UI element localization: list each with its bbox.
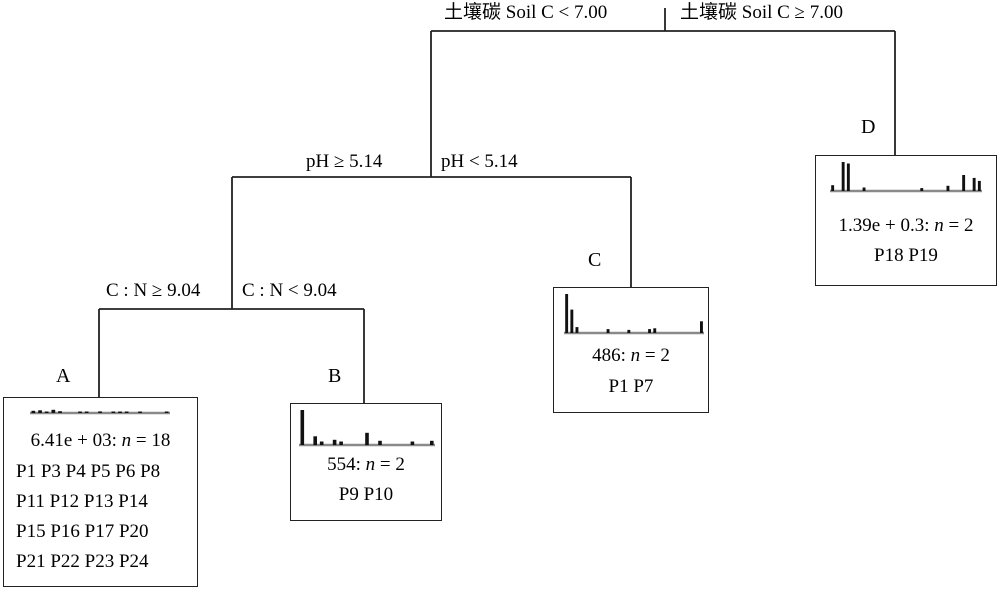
node-b-id: B — [328, 365, 342, 387]
node-c-box: 486: n = 2 P1 P7 — [553, 287, 709, 413]
node-c-n-value: 2 — [660, 345, 670, 366]
node-a-bar — [84, 411, 89, 413]
node-a-stat: 6.41e + 03: n = 18 — [30, 430, 171, 451]
node-b-bar-plot — [299, 410, 435, 447]
node-d-stat-value: 1.39e + 0.3 — [838, 215, 925, 236]
node-a-plots-line-2: P11 P12 P13 P14 — [16, 491, 148, 512]
node-a-bar — [38, 410, 42, 413]
node-c-bar — [653, 328, 657, 333]
node-c-id: C — [588, 249, 602, 271]
node-d-bar — [962, 175, 966, 191]
node-c-bar — [570, 309, 574, 333]
node-a-bar — [118, 411, 122, 413]
ph-split-right-label: pH < 5.14 — [441, 151, 518, 172]
node-a-bar — [98, 411, 102, 413]
node-d-n-value: 2 — [963, 215, 974, 236]
node-c-bar — [575, 327, 579, 333]
node-d-bar — [841, 162, 845, 191]
node-d-bar — [846, 163, 850, 191]
node-a-plots-line-1: P1 P3 P4 P5 P6 P8 — [16, 461, 161, 482]
node-c-bar — [648, 329, 651, 333]
node-c-bar-plot — [564, 294, 704, 335]
node-a-id: A — [56, 365, 71, 387]
node-b-bar — [430, 440, 434, 445]
node-b-bar — [300, 410, 305, 445]
node-d-stat: 1.39e + 0.3: n = 2 — [838, 215, 974, 236]
node-d-bar — [972, 177, 976, 191]
node-b-bar — [410, 441, 415, 445]
node-a-bar — [51, 409, 56, 413]
node-c-bar — [606, 329, 610, 333]
node-d-n-label: n — [934, 215, 944, 236]
node-d-bar-plot — [830, 162, 982, 193]
node-c-stat-value: 486 — [592, 345, 621, 366]
node-a-bar — [124, 411, 129, 413]
node-d-bar — [946, 185, 950, 191]
node-c-plots-line-1: P1 P7 — [608, 376, 654, 397]
node-a-bar-plot — [30, 409, 170, 415]
node-d-bar — [977, 180, 981, 191]
node-a-bar — [31, 410, 36, 414]
node-b-n-value: 2 — [395, 454, 405, 475]
node-d-plots-line-1: P18 P19 — [874, 245, 938, 266]
node-a-bar — [138, 411, 142, 413]
root-split-right-label: 土壤碳 Soil C ≥ 7.00 — [680, 2, 843, 23]
node-b-bar — [313, 436, 317, 446]
root-split-left-label: 土壤碳 Soil C < 7.00 — [444, 2, 608, 23]
node-d-bar — [831, 185, 835, 191]
node-d-bar — [920, 188, 924, 191]
node-b-stat-value: 554 — [327, 454, 356, 475]
node-b-plots-line-1: P9 P10 — [338, 484, 394, 505]
node-a-n-label: n — [121, 430, 132, 451]
node-d-id: D — [861, 116, 876, 138]
node-a-box: 6.41e + 03: n = 18 P1 P3 P4 P5 P6 P8 P11… — [3, 397, 198, 587]
node-a-bar — [58, 411, 62, 413]
node-c-stat: 486: n = 2 — [592, 345, 670, 366]
node-a-stat-value: 6.41e + 03 — [30, 430, 112, 451]
ph-split-left-label: pH ≥ 5.14 — [306, 151, 383, 172]
node-b-n-label: n — [365, 454, 376, 475]
node-b-stat: 554: n = 2 — [327, 454, 405, 475]
cn-split-right-label: C : N < 9.04 — [242, 280, 337, 301]
node-d-bar — [862, 187, 866, 191]
node-a-bar — [111, 411, 116, 413]
node-c-n-label: n — [630, 345, 641, 366]
node-a-bar — [78, 411, 82, 413]
node-c-bar — [565, 294, 569, 333]
node-c-bar — [627, 329, 631, 333]
node-d-box: 1.39e + 0.3: n = 2 P18 P19 — [815, 155, 997, 286]
node-a-plots-line-3: P15 P16 P17 P20 — [16, 521, 149, 542]
node-a-n-value: 18 — [151, 430, 171, 451]
node-a-bar — [164, 411, 169, 413]
node-b-box: 554: n = 2 P9 P10 — [290, 403, 442, 521]
node-b-bar — [319, 441, 324, 445]
node-b-bar — [339, 441, 343, 445]
node-c-bar — [700, 321, 703, 333]
node-a-bar — [44, 411, 49, 413]
node-b-bar — [365, 432, 369, 446]
cn-split-left-label: C : N ≥ 9.04 — [106, 280, 201, 301]
node-a-plots-line-4: P21 P22 P23 P24 — [16, 551, 149, 572]
node-b-bar — [332, 439, 337, 446]
node-b-bar — [378, 440, 382, 445]
